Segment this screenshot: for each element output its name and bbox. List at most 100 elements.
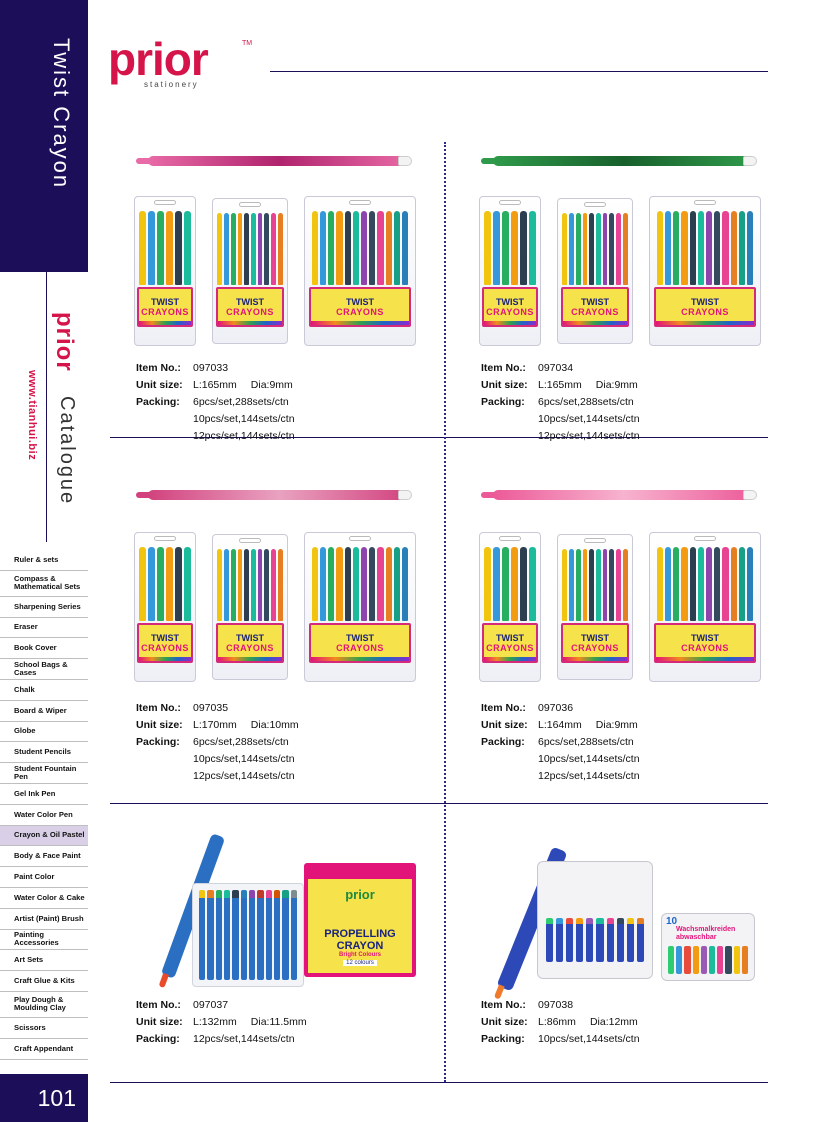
brand-logo: prior TM stationery <box>108 33 252 89</box>
spec-key: Unit size: <box>481 719 528 731</box>
crayon <box>664 547 672 621</box>
nav-item-label: Craft Appendant <box>14 1043 74 1053</box>
pack-label-twist: TWIST <box>346 632 374 643</box>
packing-option: 6pcs/set,288sets/ctn <box>193 736 289 748</box>
nav-item-label: Globe <box>14 726 36 736</box>
crayon <box>282 890 289 980</box>
row-divider <box>110 803 768 804</box>
nav-item[interactable]: Crayon & Oil Pastel <box>0 825 88 847</box>
spec-key: Item No.: <box>136 999 181 1011</box>
crayon <box>264 213 270 285</box>
nav-item[interactable]: Art Sets <box>0 950 88 972</box>
crayon <box>483 211 491 285</box>
spec-row-packing: Packing:10pcs/set,144sets/ctn <box>481 1031 640 1048</box>
crayon <box>520 547 528 621</box>
nav-item[interactable]: Chalk <box>0 680 88 701</box>
nav-item[interactable]: Sharpening Series <box>0 597 88 618</box>
crayon <box>747 547 754 621</box>
nav-item[interactable]: Craft Glue & Kits <box>0 971 88 992</box>
unit-length: L:86mm <box>538 1016 576 1028</box>
nav-item-label: Student Fountain Pen <box>14 764 77 782</box>
page-number-text: 101 <box>37 1084 76 1111</box>
crayon <box>586 918 594 962</box>
crayon <box>681 547 688 621</box>
crayon <box>492 211 500 285</box>
crayon <box>730 211 737 285</box>
nav-item[interactable]: Compass & Mathematical Sets <box>0 571 88 597</box>
spec-row-packing: 10pcs/set,144sets/ctn <box>481 751 640 768</box>
crayon-row <box>217 213 283 285</box>
nav-item[interactable]: Play Dough & Moulding Clay <box>0 992 88 1018</box>
spec-key: Unit size: <box>481 1016 528 1028</box>
crayon <box>217 213 223 285</box>
spec-key: Item No.: <box>136 362 181 374</box>
nav-item[interactable]: Book Cover <box>0 638 88 660</box>
nav-item[interactable]: Gel Ink Pen <box>0 784 88 805</box>
nav-item-label: Water Color & Cake <box>14 892 85 902</box>
spec-key: Unit size: <box>136 379 183 391</box>
pack-label-twist: TWIST <box>236 632 264 643</box>
pack-label-twist: TWIST <box>496 296 524 307</box>
crayon <box>722 211 729 285</box>
crayon <box>602 213 608 285</box>
nav-item-label: Craft Glue & Kits <box>14 976 75 986</box>
nav-item[interactable]: Board & Wiper <box>0 701 88 722</box>
brand-name: prior <box>108 33 209 85</box>
spec-row-packing: Packing:6pcs/set,288sets/ctn <box>481 734 640 751</box>
crayon <box>138 547 146 621</box>
crayon-stick <box>136 490 412 500</box>
unit-length: L:165mm <box>193 379 237 391</box>
crayon <box>529 547 537 621</box>
nav-item[interactable]: Student Pencils <box>0 742 88 764</box>
crayon-row <box>138 547 192 621</box>
spec-key: Unit size: <box>136 1016 183 1028</box>
nav-item[interactable]: Student Fountain Pen <box>0 763 88 784</box>
crayon <box>175 547 183 621</box>
brand-subtitle: stationery <box>144 80 199 89</box>
spec-key <box>136 428 193 445</box>
pack-label-crayons: CRAYONS <box>336 642 384 653</box>
crayon <box>369 547 376 621</box>
crayon <box>273 890 281 980</box>
crayon <box>575 213 581 285</box>
nav-item[interactable]: School Bags & Cases <box>0 659 88 680</box>
crayon <box>706 211 713 285</box>
nav-item-label: Student Pencils <box>14 747 71 757</box>
nav-item[interactable]: Painting Accessories <box>0 930 88 951</box>
unit-diameter: Dia:9mm <box>595 719 638 731</box>
pack-label-stripe <box>484 321 536 325</box>
nav-item[interactable]: Artist (Paint) Brush <box>0 909 88 930</box>
crayon <box>138 211 146 285</box>
crayon <box>582 549 588 621</box>
nav-item-label: Art Sets <box>14 955 44 965</box>
spec-row-packing: 10pcs/set,144sets/ctn <box>136 751 299 768</box>
spec-key: Item No.: <box>481 362 526 374</box>
nav-item[interactable]: Water Color Pen <box>0 805 88 826</box>
nav-item[interactable]: Paint Color <box>0 867 88 888</box>
unit-length: L:164mm <box>538 719 582 731</box>
nav-item[interactable]: Craft Appendant <box>0 1039 88 1060</box>
crayon <box>393 547 401 621</box>
hang-tab <box>584 538 606 543</box>
crayon <box>147 547 155 621</box>
nav-item-label: Crayon & Oil Pastel <box>14 830 85 840</box>
crayon-cap <box>398 156 412 166</box>
crayon-cap <box>743 156 757 166</box>
crayon <box>562 549 568 621</box>
nav-item[interactable]: Water Color & Cake <box>0 888 88 909</box>
crayon <box>626 918 634 962</box>
website-link[interactable]: www.tianhui.biz <box>26 370 38 461</box>
nav-item[interactable]: Ruler & sets <box>0 550 88 571</box>
crayon <box>147 211 155 285</box>
nav-item[interactable]: Scissors <box>0 1018 88 1039</box>
nav-item[interactable]: Globe <box>0 722 88 743</box>
nav-item[interactable]: Eraser <box>0 618 88 639</box>
nav-item[interactable]: Body & Face Paint <box>0 846 88 868</box>
